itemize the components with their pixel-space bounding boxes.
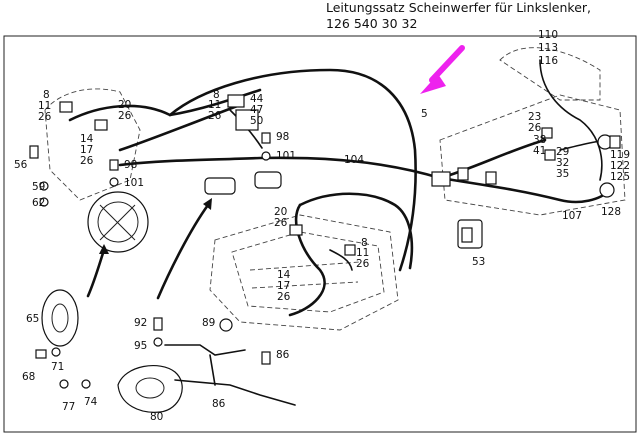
callout-26-right: 26 (528, 122, 542, 134)
callout-98-left: 98 (124, 159, 137, 171)
callout-8-center: 8 (213, 89, 220, 101)
callout-101-left: 101 (124, 177, 144, 189)
callout-62: 62 (32, 197, 45, 209)
callout-23: 23 (528, 111, 541, 123)
callout-68: 68 (22, 371, 35, 383)
horn-80 (117, 364, 183, 413)
callout-14-engine: 14 (277, 269, 291, 281)
callout-47: 47 (250, 104, 263, 116)
connector-20-left (94, 119, 108, 131)
callout-26-center: 26 (208, 110, 222, 122)
plug-group-left (204, 177, 236, 195)
callout-17-engine: 17 (277, 280, 290, 292)
horn-65 (41, 289, 79, 347)
callout-8-left: 8 (43, 89, 50, 101)
hardware-bolts (29, 132, 271, 389)
callout-98-center: 98 (276, 131, 289, 143)
callout-104: 104 (344, 154, 364, 166)
callout-113: 113 (538, 42, 558, 54)
callout-labels: 110 113 116 5 8 11 26 20 26 14 17 26 56 … (14, 29, 630, 423)
callout-11-center: 11 (208, 99, 221, 111)
callout-128: 128 (601, 206, 621, 218)
callout-80: 80 (150, 411, 163, 423)
connector-29 (544, 149, 556, 161)
callout-119: 119 (610, 149, 630, 161)
right-upper-panel (499, 47, 601, 101)
caption-title: Leitungssatz Scheinwerfer für Linkslenke… (326, 0, 592, 15)
callout-35: 35 (556, 168, 569, 180)
plug-group-right (254, 171, 282, 189)
highlight-arrow (420, 45, 465, 94)
callout-41: 41 (533, 145, 546, 157)
callout-110: 110 (538, 29, 558, 41)
callout-38: 38 (533, 134, 546, 146)
sensor-128 (599, 182, 615, 198)
bracket-86 (164, 344, 296, 406)
left-wheel-arch (44, 88, 141, 201)
callout-17-left: 17 (80, 144, 93, 156)
harness-connectors (59, 94, 556, 256)
callout-26-engine-c: 26 (277, 291, 291, 303)
callout-14-left: 14 (80, 133, 94, 145)
callout-8-engine: 8 (361, 237, 368, 249)
callout-26-left: 26 (38, 111, 52, 123)
callout-65: 65 (26, 313, 39, 325)
caption-part-number: 126 540 30 32 (326, 16, 418, 31)
callout-44: 44 (250, 93, 264, 105)
sensor-53 (457, 219, 483, 249)
engine-block (209, 214, 399, 331)
callout-20-engine: 20 (274, 206, 287, 218)
diagram-frame (3, 35, 637, 433)
callout-116: 116 (538, 55, 558, 67)
callout-11-left: 11 (38, 100, 51, 112)
sensor-119 (597, 134, 621, 150)
callout-71: 71 (51, 361, 64, 373)
callout-29: 29 (556, 146, 569, 158)
relay-block (235, 109, 259, 131)
callout-101-center: 101 (276, 150, 296, 162)
callout-56: 56 (14, 159, 28, 171)
callout-95: 95 (134, 340, 147, 352)
diagram-caption: Leitungssatz Scheinwerfer für Linkslenke… (326, 0, 591, 32)
headlamp-assembly (87, 191, 149, 253)
callout-86-upper: 86 (276, 349, 290, 361)
direction-arrows (86, 198, 212, 300)
callout-53: 53 (472, 256, 485, 268)
callout-59: 59 (32, 181, 45, 193)
connector-44 (227, 94, 245, 108)
callout-125: 125 (610, 171, 630, 183)
callout-32: 32 (556, 157, 569, 169)
main-connector-104 (431, 171, 451, 187)
callout-26-engine-b: 26 (356, 258, 370, 270)
callout-122: 122 (610, 160, 630, 172)
connector-23 (541, 127, 553, 139)
right-body-panel (439, 94, 626, 216)
callout-50: 50 (250, 115, 263, 127)
callout-26-engine: 26 (274, 217, 288, 229)
callout-26-left-c: 26 (80, 155, 94, 167)
connector-104b (457, 167, 469, 181)
callout-86-lower: 86 (212, 398, 226, 410)
callout-107: 107 (562, 210, 582, 222)
harness-wires (68, 59, 613, 317)
callout-5: 5 (421, 108, 428, 120)
callout-11-engine: 11 (356, 247, 369, 259)
callout-89: 89 (202, 317, 215, 329)
connector-104c (485, 171, 497, 185)
callout-26-left-b: 26 (118, 110, 132, 122)
connector-8 (344, 244, 356, 256)
connector-20 (289, 224, 303, 236)
callout-92: 92 (134, 317, 147, 329)
connector-8-left (59, 101, 73, 113)
callout-20-left: 20 (118, 99, 131, 111)
callout-74: 74 (84, 396, 98, 408)
callout-77: 77 (62, 401, 75, 413)
